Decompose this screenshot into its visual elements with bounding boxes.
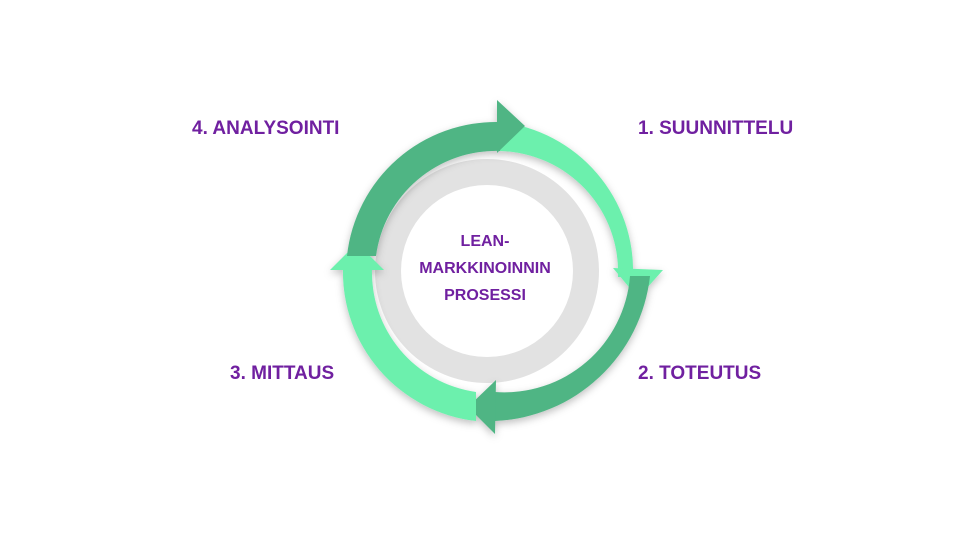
- step-label-analysis: 4. ANALYSOINTI: [192, 118, 340, 139]
- step-label-planning: 1. SUUNNITTELU: [638, 118, 794, 139]
- center-title: LEAN- MARKKINOINNIN PROSESSI: [390, 228, 580, 309]
- center-disc: [401, 185, 573, 357]
- arrow-segment-4: [347, 100, 525, 257]
- arrow-segment-2: [468, 276, 650, 434]
- step-label-measurement: 3. MITTAUS: [230, 363, 335, 384]
- center-title-line-2: MARKKINOINNIN: [419, 260, 551, 277]
- center-title-line-1: LEAN-: [460, 233, 510, 250]
- step-label-execution: 2. TOTEUTUS: [638, 363, 762, 384]
- center-title-line-3: PROSESSI: [444, 287, 526, 304]
- arrow-segment-3: [330, 243, 476, 421]
